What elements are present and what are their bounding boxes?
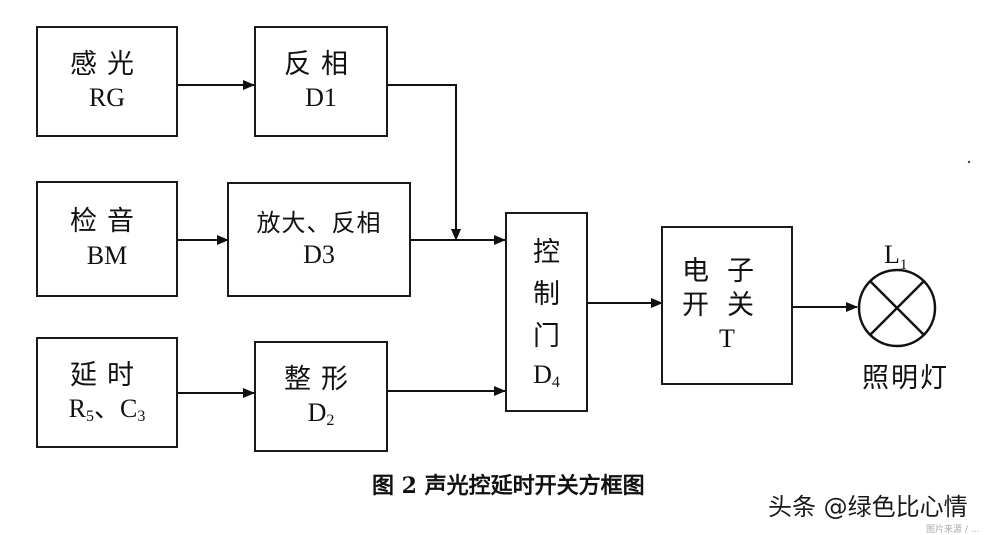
block-label: 延时 (70, 359, 144, 391)
stray-dot (967, 160, 971, 164)
code-main: D (307, 398, 327, 428)
lamp-label: L1 (884, 240, 907, 274)
block-invert-d1: 反相 D1 (254, 26, 388, 137)
code-subscript: 3 (137, 408, 146, 426)
gate-char: 控 (533, 237, 560, 269)
code-subscript: 5 (86, 408, 94, 426)
block-electronic-switch: 电子 开关 T (661, 226, 793, 385)
block-label: 整形 (284, 363, 358, 395)
block-code: R5、C3 (69, 392, 146, 426)
code-main: R (68, 394, 86, 424)
block-control-gate-d4: 控 制 门 D4 (505, 212, 588, 412)
block-label: 感光 (70, 48, 144, 80)
block-label-line2: 开关 (682, 289, 772, 321)
figure-caption: 图 2 声光控延时开关方框图 (372, 473, 645, 499)
block-label-line1: 电子 (682, 255, 772, 287)
block-amp-invert-d3: 放大、反相 D3 (227, 182, 411, 297)
block-light-sensor: 感光 RG (36, 26, 178, 137)
block-code: RG (88, 83, 126, 113)
arrow-d1-to-gate (387, 84, 461, 241)
gate-char: 门 (533, 321, 560, 353)
block-code: D1 (305, 83, 337, 113)
code-separator: 、C (94, 394, 138, 424)
block-label: 检音 (70, 206, 144, 238)
code-main: D (533, 359, 552, 389)
watermark-text: 头条 @绿色比心情 (768, 493, 968, 521)
block-code: T (719, 324, 735, 354)
source-note: 图片来源 / ... (926, 525, 980, 535)
code-subscript: 2 (326, 412, 335, 430)
block-shaper-d2: 整形 D2 (254, 341, 388, 452)
block-code: BM (86, 240, 128, 270)
lamp-name: 照明灯 (862, 363, 949, 394)
block-sound-pickup: 检音 BM (36, 181, 178, 297)
gate-char: 制 (533, 279, 560, 311)
block-code: D3 (303, 239, 335, 269)
lamp-symbol (857, 268, 937, 348)
block-delay: 延时 R5、C3 (36, 337, 178, 448)
lamp-label-main: L (884, 240, 900, 269)
lamp-label-subscript: 1 (899, 257, 908, 274)
block-label: 反相 (284, 48, 358, 80)
block-code: D4 (533, 358, 560, 392)
block-code: D2 (308, 396, 335, 430)
code-subscript: 4 (551, 373, 560, 391)
block-label: 放大、反相 (256, 208, 382, 237)
